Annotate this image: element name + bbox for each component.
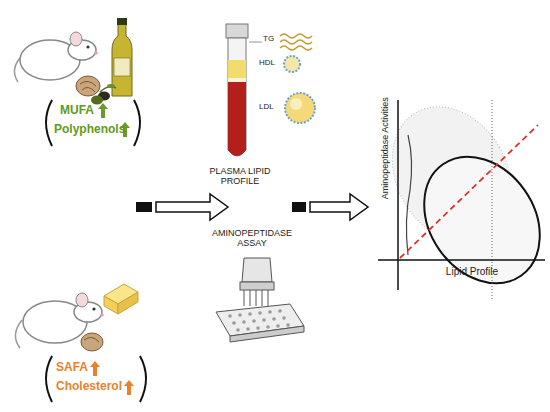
increase-arrow: [98, 103, 108, 118]
panel-label: PLASMA LIPID PROFILE: [204, 166, 276, 187]
bracket: [46, 100, 52, 146]
axis-label: Aminopeptidase Activities: [380, 88, 390, 208]
bracket: [46, 356, 52, 402]
bracket: [134, 100, 140, 146]
increase-arrow: [90, 361, 100, 376]
rat-olive-diet: [14, 18, 132, 105]
nutrient-label: SAFA: [56, 361, 116, 375]
microplate-assay: [216, 258, 304, 342]
increase-arrow: [124, 380, 134, 395]
correlation-plot: [368, 85, 550, 305]
blood-tube: [226, 24, 262, 156]
lipid-label: LDL: [259, 102, 283, 111]
lipid-label: HDL: [259, 58, 283, 67]
panel-label: AMINOPEPTIDASE ASSAY: [200, 228, 304, 249]
rat-butter-diet: [15, 284, 138, 351]
axis-label: Lipid Profile: [432, 266, 512, 278]
lipid-label: TG: [263, 34, 283, 43]
flow-arrow: [292, 194, 368, 220]
nutrient-label: Polyphenols: [54, 123, 124, 137]
nutrient-label: Cholesterol: [56, 380, 128, 394]
lipoprotein-icons: [280, 34, 315, 123]
flow-arrow: [136, 194, 228, 220]
bracket: [140, 356, 146, 402]
nutrient-label: MUFA: [60, 104, 120, 118]
